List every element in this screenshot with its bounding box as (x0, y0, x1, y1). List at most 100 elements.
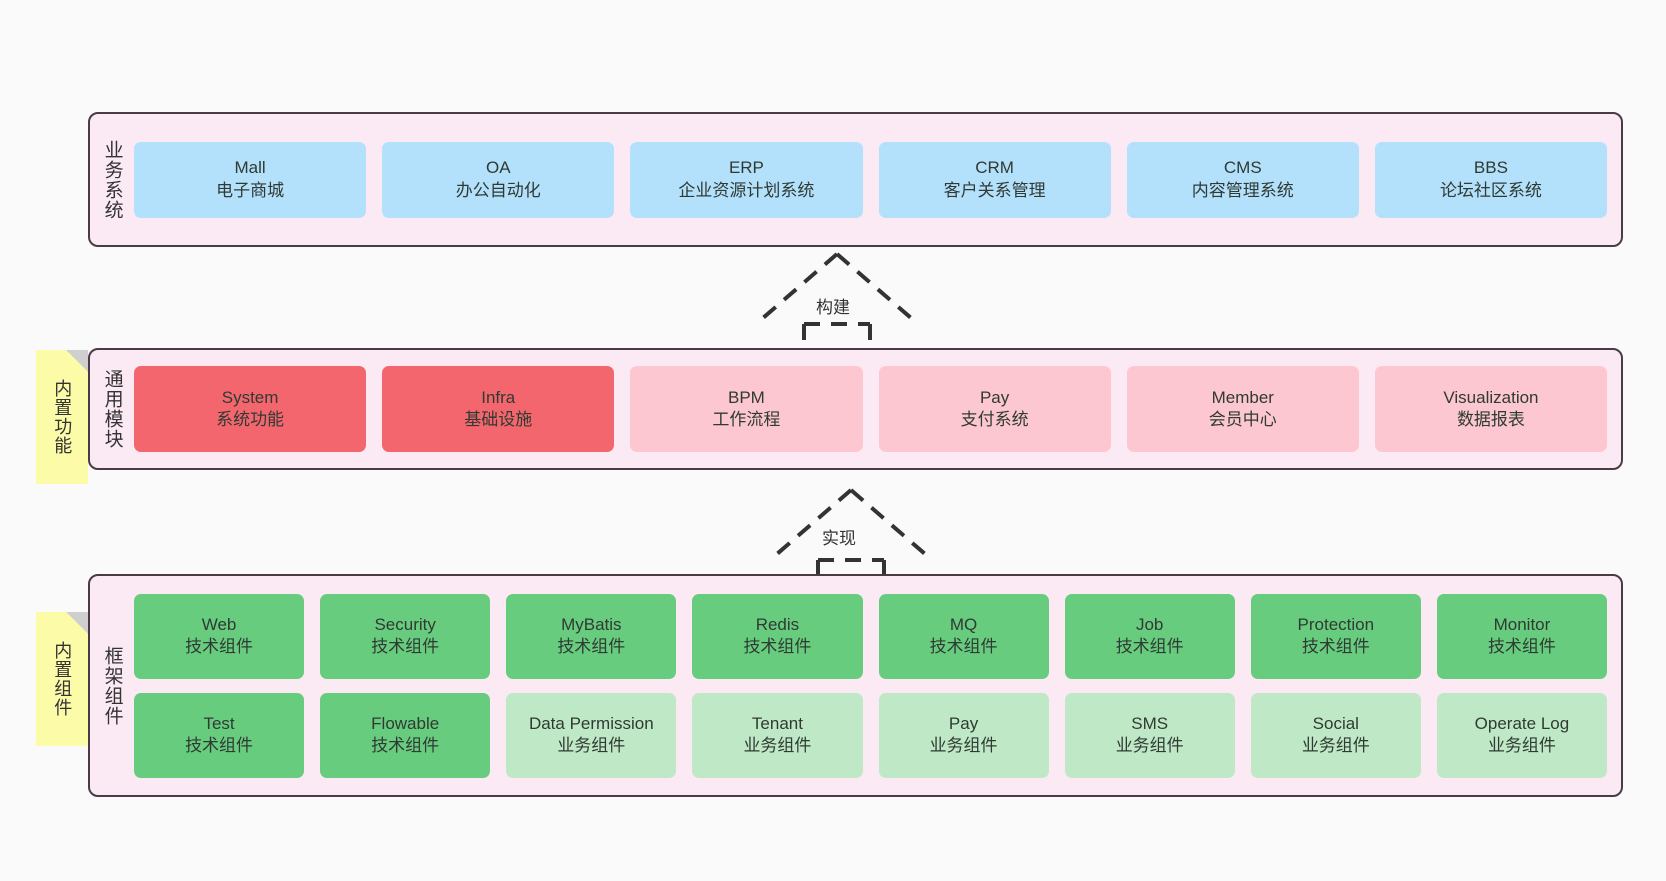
card-name: Job (1135, 614, 1164, 634)
business-systems-row: Mall 电子商城 OA 办公自动化 ERP 企业资源计划系统 CRM 客户关系… (134, 141, 1608, 218)
card-name: MyBatis (561, 614, 622, 634)
framework-card-redis[interactable]: Redis 技术组件 (692, 593, 863, 679)
card-desc: 技术组件 (185, 637, 254, 656)
layer-framework-components-title: 框架组件 (101, 645, 123, 726)
card-desc: 业务组件 (1115, 736, 1184, 755)
card-desc: 电子商城 (216, 180, 285, 200)
connector-implement-arrow (768, 488, 934, 576)
card-name: System (221, 387, 279, 407)
card-name: Social (1312, 713, 1359, 733)
card-name: Member (1211, 387, 1274, 407)
common-card-system[interactable]: System 系统功能 (134, 366, 367, 452)
framework-card-web[interactable]: Web 技术组件 (134, 593, 305, 679)
card-desc: 技术组件 (1301, 637, 1370, 656)
card-desc: 数据报表 (1456, 410, 1525, 429)
framework-card-tenant[interactable]: Tenant 业务组件 (692, 692, 863, 778)
sticky-note-built-in-components: 内置组件 (36, 612, 88, 746)
card-name: Infra (481, 387, 516, 407)
common-modules-row: System 系统功能 Infra 基础设施 BPM 工作流程 Pay 支付系统… (134, 366, 1608, 452)
sticky-note-label: 内置功能 (52, 379, 73, 455)
card-desc: 业务组件 (929, 736, 998, 755)
layer-framework-components: 框架组件 Web 技术组件 Security 技术组件 MyBatis 技术组件… (88, 574, 1623, 797)
layer-common-modules: 通用模块 System 系统功能 Infra 基础设施 BPM 工作流程 Pay… (88, 348, 1623, 470)
card-name: Protection (1297, 614, 1375, 634)
card-name: Data Permission (528, 713, 654, 733)
card-desc: 技术组件 (1115, 637, 1184, 656)
framework-card-flowable[interactable]: Flowable 技术组件 (320, 692, 491, 778)
card-desc: 技术组件 (557, 637, 626, 656)
framework-card-test[interactable]: Test 技术组件 (134, 692, 305, 778)
layer-common-modules-body: System 系统功能 Infra 基础设施 BPM 工作流程 Pay 支付系统… (134, 350, 1621, 468)
framework-card-operate-log[interactable]: Operate Log 业务组件 (1436, 692, 1607, 778)
layer-business-systems-title: 业务系统 (101, 139, 123, 220)
connector-build-label: 构建 (816, 298, 850, 317)
business-card-cms[interactable]: CMS 内容管理系统 (1126, 141, 1359, 218)
framework-card-mq[interactable]: MQ 技术组件 (878, 593, 1049, 679)
card-desc: 客户关系管理 (943, 180, 1046, 200)
card-desc: 技术组件 (371, 637, 440, 656)
card-desc: 支付系统 (960, 410, 1029, 429)
framework-card-pay[interactable]: Pay 业务组件 (878, 692, 1049, 778)
card-name: Web (201, 614, 237, 634)
common-card-member[interactable]: Member 会员中心 (1126, 366, 1359, 452)
card-desc: 基础设施 (464, 410, 533, 429)
framework-card-mybatis[interactable]: MyBatis 技术组件 (506, 593, 677, 679)
card-desc: 业务组件 (1487, 736, 1556, 755)
framework-row-technical: Web 技术组件 Security 技术组件 MyBatis 技术组件 Redi… (134, 593, 1607, 679)
card-name: SMS (1131, 713, 1169, 733)
card-desc: 论坛社区系统 (1439, 180, 1542, 200)
card-name: Monitor (1493, 614, 1551, 634)
card-desc: 技术组件 (929, 637, 998, 656)
card-name: MQ (949, 614, 978, 634)
card-name: Visualization (1443, 387, 1539, 407)
card-desc: 技术组件 (185, 736, 254, 755)
page-fold-icon (66, 350, 88, 372)
card-desc: 业务组件 (743, 736, 812, 755)
framework-card-social[interactable]: Social 业务组件 (1250, 692, 1421, 778)
common-card-visualization[interactable]: Visualization 数据报表 (1374, 366, 1608, 452)
card-desc: 办公自动化 (455, 180, 541, 200)
card-desc: 业务组件 (557, 736, 626, 755)
sticky-note-built-in-functions: 内置功能 (36, 350, 88, 484)
framework-card-sms[interactable]: SMS 业务组件 (1064, 692, 1235, 778)
card-desc: 技术组件 (1487, 637, 1556, 656)
framework-card-security[interactable]: Security 技术组件 (320, 593, 491, 679)
business-card-bbs[interactable]: BBS 论坛社区系统 (1374, 141, 1608, 218)
card-name: Pay (948, 713, 979, 733)
framework-row-business: Test 技术组件 Flowable 技术组件 Data Permission … (134, 692, 1607, 778)
common-card-pay[interactable]: Pay 支付系统 (878, 366, 1111, 452)
card-desc: 企业资源计划系统 (678, 180, 815, 200)
card-name: Operate Log (1474, 713, 1570, 733)
business-card-oa[interactable]: OA 办公自动化 (382, 141, 615, 218)
framework-card-job[interactable]: Job 技术组件 (1064, 593, 1235, 679)
layer-common-modules-title: 通用模块 (101, 369, 123, 449)
card-name: OA (485, 158, 511, 178)
framework-card-protection[interactable]: Protection 技术组件 (1250, 593, 1421, 679)
card-name: Test (203, 713, 235, 733)
card-name: BPM (728, 387, 765, 407)
card-name: ERP (728, 158, 764, 178)
framework-card-data-permission[interactable]: Data Permission 业务组件 (506, 692, 677, 778)
layer-framework-components-body: Web 技术组件 Security 技术组件 MyBatis 技术组件 Redi… (134, 576, 1621, 795)
card-name: BBS (1473, 158, 1508, 178)
common-card-bpm[interactable]: BPM 工作流程 (630, 366, 863, 452)
card-name: Redis (755, 614, 800, 634)
business-card-crm[interactable]: CRM 客户关系管理 (878, 141, 1111, 218)
connector-build-arrow (754, 252, 920, 340)
card-name: Security (374, 614, 436, 634)
card-name: Mall (234, 158, 266, 178)
layer-business-systems-body: Mall 电子商城 OA 办公自动化 ERP 企业资源计划系统 CRM 客户关系… (134, 114, 1621, 245)
layer-business-systems: 业务系统 Mall 电子商城 OA 办公自动化 ERP 企业资源计划系统 CRM… (88, 112, 1623, 247)
business-card-mall[interactable]: Mall 电子商城 (134, 141, 367, 218)
card-desc: 技术组件 (371, 736, 440, 755)
card-name: CRM (975, 158, 1014, 178)
framework-card-monitor[interactable]: Monitor 技术组件 (1436, 593, 1607, 679)
card-name: Tenant (751, 713, 803, 733)
common-card-infra[interactable]: Infra 基础设施 (382, 366, 615, 452)
business-card-erp[interactable]: ERP 企业资源计划系统 (630, 141, 863, 218)
card-name: CMS (1223, 158, 1262, 178)
card-desc: 系统功能 (216, 410, 285, 429)
card-desc: 会员中心 (1208, 410, 1277, 429)
page-fold-icon (66, 612, 88, 634)
